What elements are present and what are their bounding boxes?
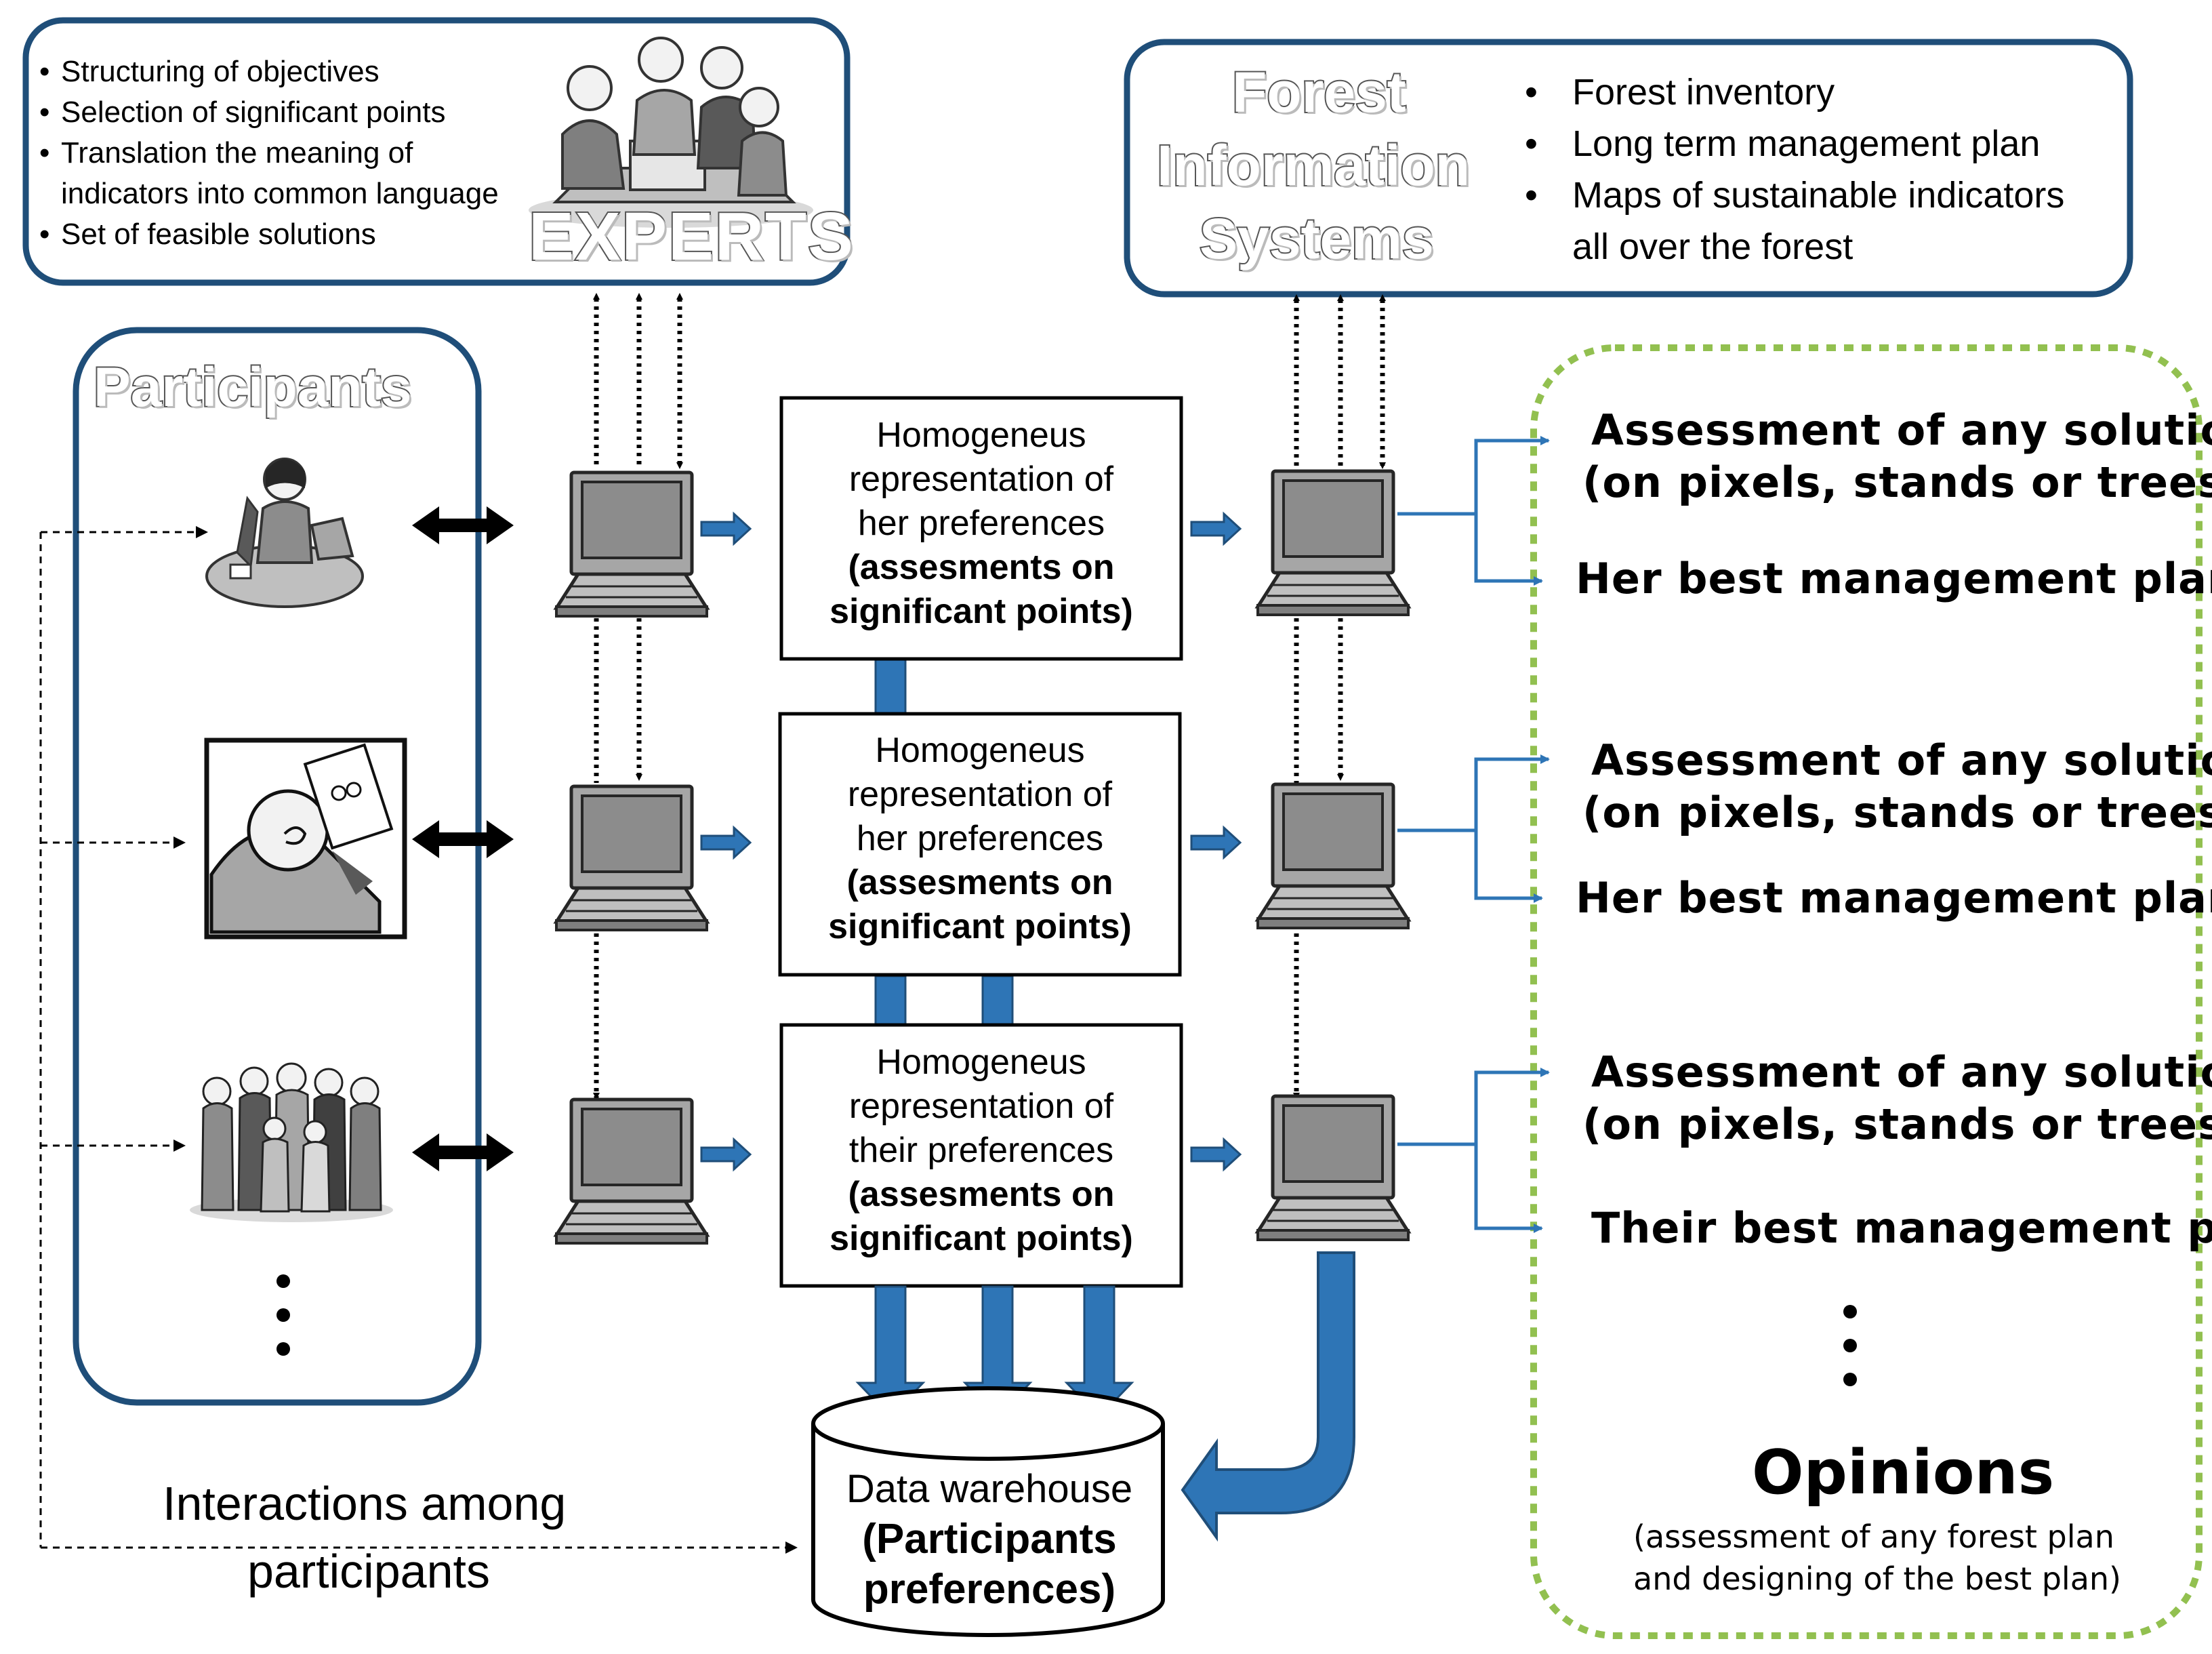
experts-task: Structuring of objectives	[39, 52, 499, 92]
opinions-box	[1530, 344, 2203, 1639]
experts-illustration	[529, 37, 813, 228]
participant-woman-picture	[205, 458, 364, 608]
data-warehouse-title: Data warehouse	[846, 1467, 1133, 1511]
data-warehouse-subtitle: (Participants	[862, 1516, 1117, 1562]
preference-line: her preferences	[856, 819, 1104, 858]
preference-box-3-text: Homogeneus representation of their prefe…	[783, 1041, 1180, 1261]
experts-task-list: Structuring of objectives Selection of s…	[39, 52, 499, 255]
preference-line: Homogeneus	[876, 1043, 1086, 1082]
experts-task: Selection of significant points	[39, 92, 499, 133]
opinions-subtitle-line-1: (assessment of any forest plan	[1633, 1518, 2114, 1555]
data-warehouse-cylinder	[811, 1386, 1165, 1637]
fis-title-line-2: Information	[1155, 132, 1471, 199]
experts-task: Set of feasible solutions	[39, 214, 499, 255]
fis-title-line-3: Systems	[1198, 205, 1435, 272]
participants-title: Participants	[92, 355, 413, 420]
opinion-connectors	[1397, 436, 1550, 1233]
block-arrow-icon	[855, 1285, 1134, 1419]
experts-task-continued: indicators into common language	[61, 177, 499, 210]
participant-crowd-picture	[190, 1062, 393, 1222]
interaction-dashed-lines	[39, 526, 798, 1554]
fis-item-continued: all over the forest	[1572, 226, 1853, 267]
preference-box-3	[779, 1023, 1183, 1288]
preference-bold-line: (assesments on	[848, 548, 1115, 587]
preference-line: her preferences	[857, 504, 1105, 543]
opinion-assessment: Assessment of any solution	[1591, 735, 2212, 785]
preference-line: their preferences	[848, 1131, 1114, 1170]
experts-task: Translation the meaning of	[39, 133, 499, 174]
experts-title: EXPERTS	[527, 197, 855, 276]
opinion-assessment-detail: (on pixels, stands or trees)	[1582, 458, 2212, 507]
opinion-assessment: Assessment of any solution	[1591, 405, 2212, 455]
preference-bold-line: (assesments on	[846, 863, 1113, 902]
preference-box-2-text: Homogeneus representation of her prefere…	[781, 729, 1179, 949]
opinion-best-plan: Her best management plan	[1576, 554, 2212, 603]
preference-connector-bars	[874, 658, 1014, 1026]
participant-thinking-man-picture	[204, 738, 407, 940]
preference-line: representation of	[847, 775, 1113, 814]
opinions-title: Opinions	[1752, 1437, 2055, 1508]
opinion-assessment: Assessment of any solution	[1591, 1047, 2212, 1097]
preference-box-1	[779, 396, 1183, 661]
interactions-label-line-1: Interactions among	[163, 1477, 567, 1530]
opinion-assessment-detail: (on pixels, stands or trees)	[1582, 788, 2212, 837]
preference-line: Homogeneus	[875, 731, 1085, 770]
dotted-arrow-icon	[593, 293, 1386, 1100]
interactions-label-line-2: participants	[247, 1545, 490, 1598]
opinion-best-plan: Their best management plan	[1591, 1203, 2212, 1253]
opinion-best-plan: Her best management plan	[1576, 873, 2212, 923]
fis-item: Forest inventory	[1525, 66, 2064, 118]
fis-item-list: Forest inventory Long term management pl…	[1525, 66, 2064, 273]
preference-line: representation of	[848, 1087, 1114, 1126]
opinion-assessment-detail: (on pixels, stands or trees)	[1582, 1100, 2212, 1149]
data-warehouse-subtitle: preferences)	[863, 1566, 1116, 1613]
preference-bold-line: significant points)	[830, 592, 1133, 631]
fis-title-line-1: Forest	[1231, 59, 1408, 125]
block-arrow-icon	[1181, 1251, 1355, 1542]
preference-box-2	[778, 712, 1182, 977]
preference-box-1-text: Homogeneus representation of her prefere…	[783, 414, 1180, 634]
opinions-subtitle-line-2: and designing of the best plan)	[1633, 1560, 2121, 1597]
data-warehouse-label: Data warehouse (Participants preferences…	[813, 1464, 1166, 1615]
fis-item: Maps of sustainable indicators	[1525, 169, 2064, 221]
preference-bold-line: significant points)	[828, 907, 1132, 946]
preference-line: Homogeneus	[876, 416, 1086, 455]
fis-item: Long term management plan	[1525, 118, 2064, 169]
preference-bold-line: (assesments on	[848, 1175, 1115, 1214]
preference-line: representation of	[848, 460, 1114, 499]
preference-bold-line: significant points)	[830, 1219, 1133, 1258]
participants-more-dots	[276, 1274, 290, 1356]
opinions-more-dots	[1843, 1305, 1857, 1386]
